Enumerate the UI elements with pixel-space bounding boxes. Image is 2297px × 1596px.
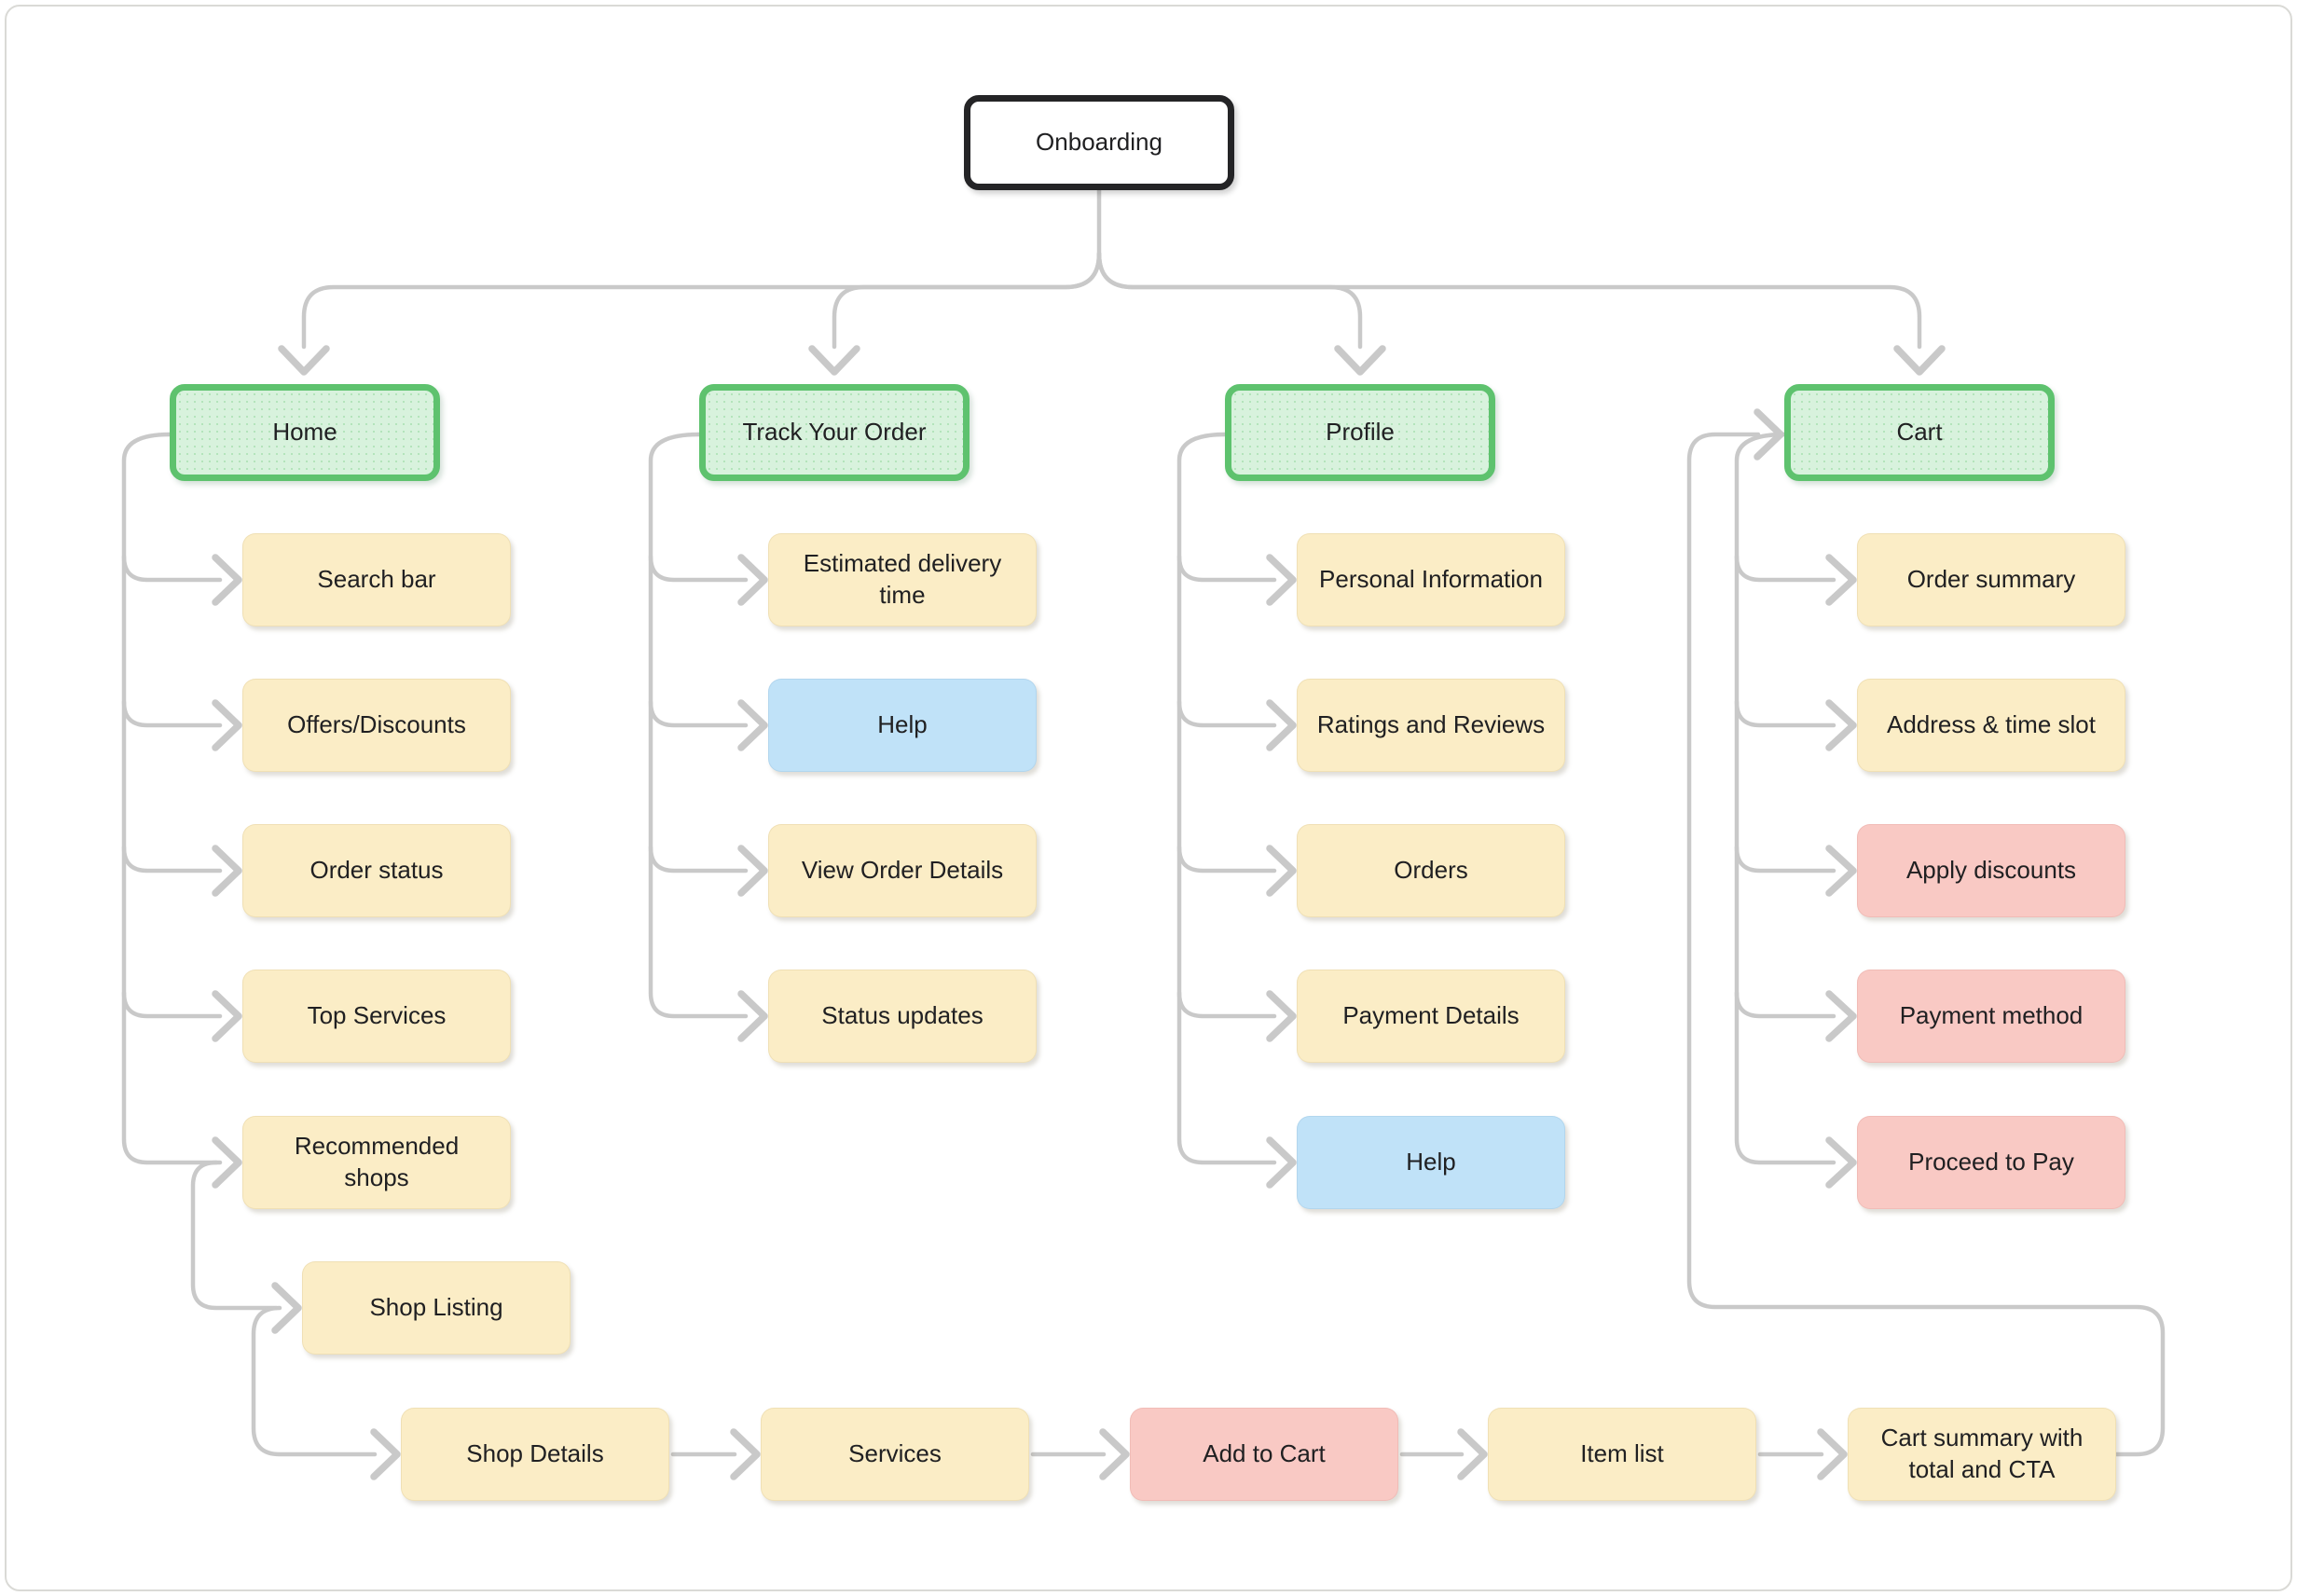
node-apply-discounts[interactable]: Apply discounts — [1857, 824, 2125, 917]
node-shop-details[interactable]: Shop Details — [401, 1408, 669, 1501]
node-shop-listing[interactable]: Shop Listing — [302, 1261, 571, 1355]
node-onboarding[interactable]: Onboarding — [964, 95, 1234, 190]
node-top-services[interactable]: Top Services — [242, 970, 511, 1063]
node-offers-discounts[interactable]: Offers/Discounts — [242, 679, 511, 772]
node-cart-summary[interactable]: Cart summary with total and CTA — [1848, 1408, 2116, 1501]
node-order-summary[interactable]: Order summary — [1857, 533, 2125, 626]
node-orders[interactable]: Orders — [1297, 824, 1565, 917]
node-address-time-slot[interactable]: Address & time slot — [1857, 679, 2125, 772]
node-item-list[interactable]: Item list — [1488, 1408, 1756, 1501]
node-status-updates[interactable]: Status updates — [768, 970, 1037, 1063]
node-search-bar[interactable]: Search bar — [242, 533, 511, 626]
node-order-status[interactable]: Order status — [242, 824, 511, 917]
node-help-profile[interactable]: Help — [1297, 1116, 1565, 1209]
node-profile[interactable]: Profile — [1225, 384, 1495, 481]
node-help-track[interactable]: Help — [768, 679, 1037, 772]
node-estimated-delivery-time[interactable]: Estimated delivery time — [768, 533, 1037, 626]
node-personal-information[interactable]: Personal Information — [1297, 533, 1565, 626]
node-payment-details[interactable]: Payment Details — [1297, 970, 1565, 1063]
node-add-to-cart[interactable]: Add to Cart — [1130, 1408, 1398, 1501]
node-ratings-and-reviews[interactable]: Ratings and Reviews — [1297, 679, 1565, 772]
node-payment-method[interactable]: Payment method — [1857, 970, 2125, 1063]
node-track-your-order[interactable]: Track Your Order — [699, 384, 970, 481]
node-view-order-details[interactable]: View Order Details — [768, 824, 1037, 917]
node-services[interactable]: Services — [761, 1408, 1029, 1501]
node-recommended-shops[interactable]: Recommended shops — [242, 1116, 511, 1209]
node-home[interactable]: Home — [170, 384, 440, 481]
node-proceed-to-pay[interactable]: Proceed to Pay — [1857, 1116, 2125, 1209]
node-cart[interactable]: Cart — [1784, 384, 2055, 481]
